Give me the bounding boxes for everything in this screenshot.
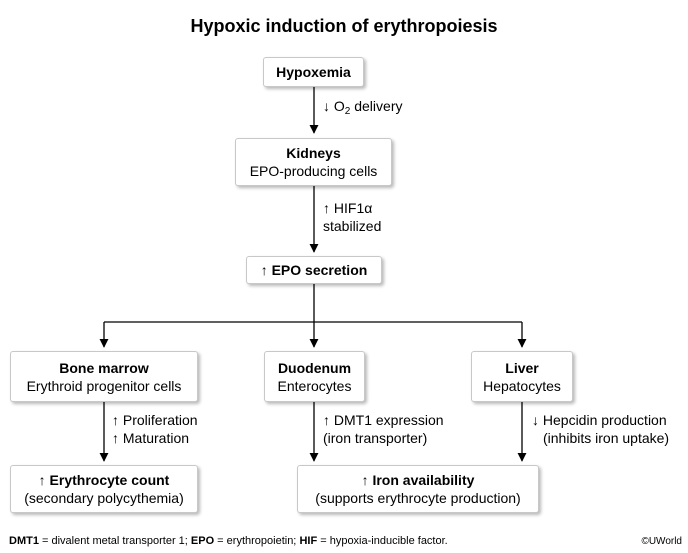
hif-line2: stabilized [323, 218, 382, 234]
footnote-def-dmt1: = divalent metal transporter 1; [38, 535, 191, 547]
duodenum-title: Duodenum [277, 359, 352, 376]
dmt1-line2: (iron transporter) [323, 430, 428, 446]
o2-letter: O [333, 98, 345, 114]
footnote-def-epo: = erythropoietin; [214, 535, 300, 547]
footnote-term-dmt1: DMT1 [9, 535, 39, 547]
dmt1-label: ↑ DMT1 expression (iron transporter) [323, 411, 444, 447]
duodenum-box: Duodenum Enterocytes [264, 351, 365, 402]
proliferation-label: ↑ Proliferation ↑ Maturation [112, 411, 198, 447]
liver-subtitle: Hepatocytes [483, 377, 561, 394]
erythrocyte-count-title: ↑ Erythrocyte count [38, 472, 170, 488]
proliferation-line1: ↑ Proliferation [112, 412, 198, 428]
liver-box: Liver Hepatocytes [471, 351, 573, 402]
proliferation-line2: ↑ Maturation [112, 430, 190, 446]
bone-marrow-subtitle: Erythroid progenitor cells [26, 377, 182, 394]
liver-title: Liver [505, 359, 539, 376]
hypoxemia-box: Hypoxemia [263, 57, 364, 87]
bone-marrow-title: Bone marrow [59, 359, 149, 376]
epo-secretion-box: ↑ EPO secretion [246, 256, 382, 284]
kidneys-box: Kidneys EPO-producing cells [235, 138, 392, 186]
erythrocyte-count-subtitle: (secondary polycythemia) [24, 490, 184, 506]
kidneys-title: Kidneys [286, 145, 341, 161]
hepcidin-line2: (inhibits iron uptake) [543, 430, 670, 446]
hepcidin-label: ↓ Hepcidin production (inhibits iron upt… [532, 411, 669, 447]
iron-availability-box: ↑ Iron availability (supports erythrocyt… [297, 465, 539, 513]
copyright-notice: ©UWorld [641, 536, 682, 547]
epo-secretion-title: ↑ EPO secretion [260, 262, 368, 278]
abbreviations-footnote: DMT1 = divalent metal transporter 1; EPO… [9, 535, 448, 547]
hif-line1: ↑ HIF1α [323, 200, 373, 216]
hepcidin-line1: ↓ Hepcidin production [532, 412, 667, 428]
o2-down-arrow: ↓ [323, 98, 330, 114]
diagram-title: Hypoxic induction of erythropoiesis [190, 16, 498, 36]
iron-availability-subtitle: (supports erythrocyte production) [315, 490, 521, 506]
hif-label: ↑ HIF1α stabilized [323, 199, 381, 235]
footnote-term-epo: EPO [190, 535, 215, 547]
o2-delivery-label: ↓ O2 delivery [323, 97, 403, 117]
footnote-term-hif: HIF [299, 535, 318, 547]
duodenum-subtitle: Enterocytes [277, 377, 352, 394]
erythrocyte-count-box: ↑ Erythrocyte count (secondary polycythe… [10, 465, 198, 513]
iron-availability-title: ↑ Iron availability [361, 472, 475, 488]
kidneys-subtitle: EPO-producing cells [249, 163, 378, 179]
hypoxemia-title: Hypoxemia [276, 64, 351, 80]
o2-delivery-text: delivery [354, 98, 403, 114]
o2-subscript: 2 [344, 106, 351, 117]
bone-marrow-box: Bone marrow Erythroid progenitor cells [10, 351, 198, 402]
footnote-def-hif: = hypoxia-inducible factor. [317, 535, 448, 547]
dmt1-line1: ↑ DMT1 expression [323, 412, 444, 428]
